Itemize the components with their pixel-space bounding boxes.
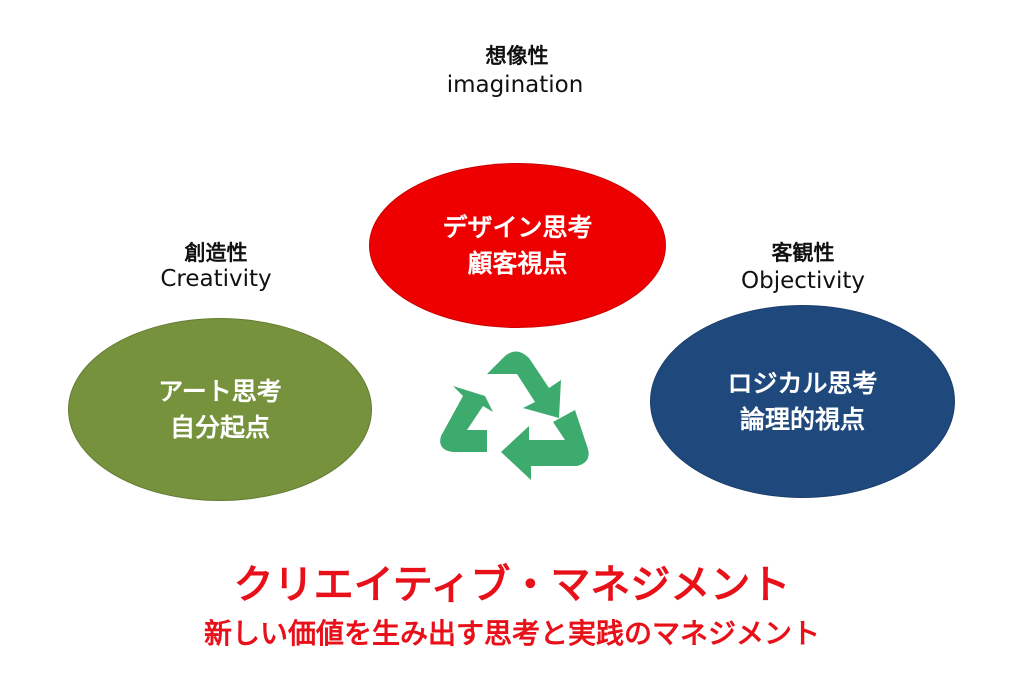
- recycle-icon: [440, 351, 589, 480]
- logical-thinking-ellipse: ロジカル思考 論理的視点: [650, 305, 955, 498]
- right-line2: 論理的視点: [739, 404, 865, 434]
- top-line1: デザイン思考: [442, 212, 593, 242]
- right-line1: ロジカル思考: [727, 368, 878, 398]
- left-label-jp: 創造性: [184, 241, 248, 265]
- left-line2: 自分起点: [169, 412, 270, 442]
- main-title: クリエイティブ・マネジメント: [233, 562, 791, 608]
- left-label-en: Creativity: [160, 266, 272, 292]
- subtitle: 新しい価値を生み出す思考と実践のマネジメント: [203, 617, 820, 650]
- left-line1: アート思考: [158, 376, 282, 406]
- top-label-en: imagination: [446, 72, 584, 98]
- right-label-jp: 客観性: [771, 241, 835, 265]
- art-thinking-ellipse: アート思考 自分起点: [68, 318, 372, 501]
- design-thinking-ellipse: デザイン思考 顧客視点: [369, 163, 666, 328]
- right-label-en: Objectivity: [741, 268, 865, 294]
- top-line2: 顧客視点: [467, 248, 568, 278]
- top-label-jp: 想像性: [485, 44, 549, 68]
